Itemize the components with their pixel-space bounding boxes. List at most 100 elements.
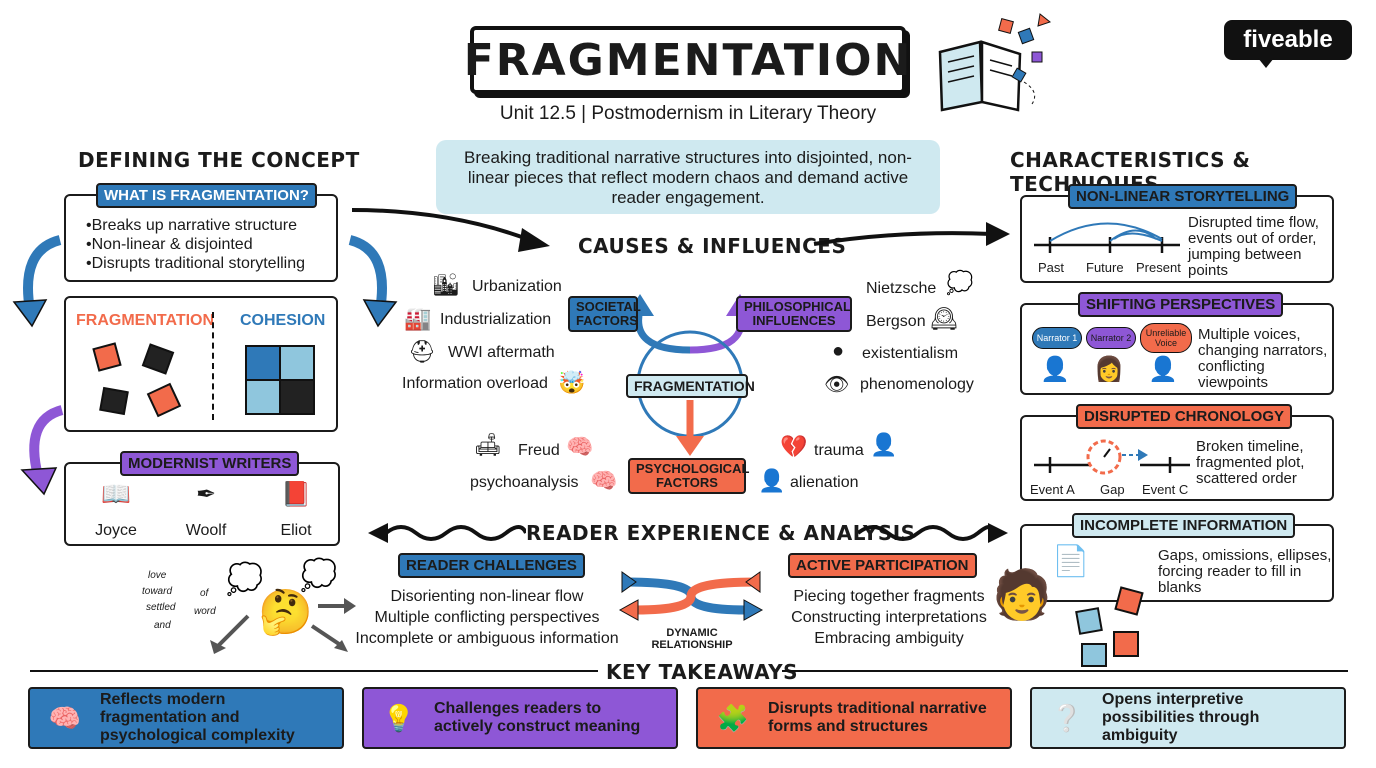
writer-woolf: Woolf xyxy=(185,522,227,539)
what-is-tag: WHAT IS FRAGMENTATION? xyxy=(96,183,317,208)
question-bubble-icon: 💭 xyxy=(226,563,264,596)
challenge-item: Multiple conflicting perspectives xyxy=(374,609,600,626)
city-icon: 🏙 xyxy=(432,272,460,297)
psych-item-psychoanalysis: psychoanalysis xyxy=(470,474,579,491)
chronology-desc: Broken timeline, fragmented plot, scatte… xyxy=(1196,438,1305,487)
nonlinear-timeline xyxy=(1034,222,1180,253)
writer-eliot: Eliot xyxy=(280,522,312,539)
scattered-puzzle-icon xyxy=(92,342,182,418)
participation-tag: ACTIVE PARTICIPATION xyxy=(788,553,977,578)
scattered-word: and xyxy=(154,620,171,631)
compare-divider xyxy=(212,312,214,420)
writers-card: 📖 ✒ 📕 Joyce Woolf Eliot xyxy=(64,462,340,546)
curved-arrow-icon xyxy=(12,235,62,328)
open-book-icon xyxy=(938,13,1052,112)
brain-icon: 🧠 xyxy=(590,468,618,493)
wavy-arrow-right xyxy=(858,523,1008,543)
writers-tag: MODERNIST WRITERS xyxy=(120,451,300,476)
brand-logo: fiveable xyxy=(1224,20,1352,60)
psych-item-trauma: trauma xyxy=(814,442,864,459)
takeaway-text: Reflects modern fragmentation and psycho… xyxy=(100,691,295,744)
bullet-item: Non-linear & disjointed xyxy=(86,235,336,254)
brain-book-icon: 🧠 xyxy=(48,702,82,733)
quill-icon: ✒ xyxy=(195,481,217,508)
bullet-item: Disrupts traditional storytelling xyxy=(86,254,336,273)
page-subtitle: Unit 12.5 | Postmodernism in Literary Th… xyxy=(499,103,877,124)
curved-arrow-icon xyxy=(20,405,64,496)
participation-item: Constructing interpretations xyxy=(791,609,987,626)
compare-cohesion-label: COHESION xyxy=(240,312,326,329)
left-heading: DEFINING THE CONCEPT xyxy=(78,148,360,172)
question-bubble-icon: 💭 xyxy=(300,559,338,592)
incomplete-tag: INCOMPLETE INFORMATION xyxy=(1072,513,1296,538)
takeaways-rule-left xyxy=(30,670,598,672)
overload-head-icon: 🤯 xyxy=(558,370,586,395)
narrator-bubble: Unreliable Voice xyxy=(1140,323,1192,353)
writer-joyce: Joyce xyxy=(95,522,137,539)
psych-item-freud: Freud xyxy=(518,442,560,459)
definition-banner: Breaking traditional narrative structure… xyxy=(436,140,940,214)
societal-item-industrialization: Industrialization xyxy=(440,311,552,328)
book-column-icon: 📕 xyxy=(281,481,311,508)
societal-item-urbanization: Urbanization xyxy=(472,278,562,295)
perspectives-desc: Multiple voices, changing narrators, con… xyxy=(1198,326,1328,391)
puzzle-icon: 🧩 xyxy=(716,702,750,733)
challenges-tag: READER CHALLENGES xyxy=(398,553,585,578)
psychological-tag: PSYCHOLOGICAL FACTORS xyxy=(628,458,749,494)
challenge-item: Disorienting non-linear flow xyxy=(390,588,584,605)
confused-reader-icon: 🤔 xyxy=(258,588,313,637)
mustache-icon: 💭 xyxy=(946,270,974,295)
arrow-to-causes xyxy=(351,208,550,252)
reader-heading: READER EXPERIENCE & ANALYSIS xyxy=(526,521,916,545)
perspectives-tag: SHIFTING PERSPECTIVES xyxy=(1078,292,1284,317)
broken-timeline xyxy=(1034,439,1190,475)
philosophical-item-existentialism: existentialism xyxy=(862,345,959,362)
dynamic-label: DYNAMIC RELATIONSHIP xyxy=(651,627,733,651)
wavy-arrow-left xyxy=(368,523,526,543)
dynamic-relationship-arrows xyxy=(618,571,764,621)
philosophical-item-phenomenology: phenomenology xyxy=(860,376,974,393)
scattered-words: love toward settled word of and xyxy=(138,566,242,650)
challenges-list: Disorienting non-linear flow Multiple co… xyxy=(342,586,632,649)
person-icon: 👤 xyxy=(1148,356,1178,383)
challenge-item: Incomplete or ambiguous information xyxy=(355,630,619,647)
takeaway-text: Challenges readers to actively construct… xyxy=(434,700,641,735)
chrono-label-event-c: Event C xyxy=(1142,482,1189,497)
alienated-person-icon: 👤 xyxy=(758,468,786,493)
societal-item-info-overload: Information overload xyxy=(402,375,548,392)
document-icon: 📄 xyxy=(1052,545,1090,578)
eye-icon: 👁 xyxy=(824,374,850,396)
philosophical-item-bergson: Bergson xyxy=(866,313,926,330)
definition-bullets: Breaks up narrative structure Non-linear… xyxy=(86,216,336,273)
nonlinear-tag: NON-LINEAR STORYTELLING xyxy=(1068,184,1298,209)
branching-question-icon: ❔ xyxy=(1050,702,1084,733)
philosophical-item-nietzsche: Nietzsche xyxy=(866,280,937,297)
assembled-puzzle-icon xyxy=(245,345,315,415)
societal-factors-tag: SOCIETAL FACTORS xyxy=(568,296,641,332)
psych-item-alienation: alienation xyxy=(790,474,859,491)
scattered-word: of xyxy=(200,588,209,599)
reader-arrows xyxy=(210,598,356,654)
person-icon: 👩 xyxy=(1094,356,1124,383)
chrono-label-gap: Gap xyxy=(1100,482,1125,497)
chrono-label-event-a: Event A xyxy=(1030,482,1075,497)
stressed-person-icon: 👤 xyxy=(870,432,898,457)
clock-icon: 🕰 xyxy=(930,306,958,331)
scattered-word: settled xyxy=(146,602,176,613)
helmet-icon: ⛑ xyxy=(408,339,436,364)
participation-item: Embracing ambiguity xyxy=(814,630,964,647)
takeaways-rule-right xyxy=(782,670,1348,672)
figure-icon: ● xyxy=(832,340,845,362)
timeline-label-present: Present xyxy=(1136,260,1181,275)
takeaway-text: Opens interpretive possibilities through… xyxy=(1102,691,1260,744)
scattered-word: word xyxy=(194,606,216,617)
causes-heading: CAUSES & INFLUENCES xyxy=(578,234,847,258)
core-fragmentation-tag: FRAGMENTATION xyxy=(626,374,755,398)
compare-card: FRAGMENTATION COHESION xyxy=(64,296,338,432)
page-title: FRAGMENTATION xyxy=(463,34,913,86)
head-icon: 🧠 xyxy=(566,434,594,459)
book-icon: 📖 xyxy=(101,481,131,508)
puzzle-pieces-icon xyxy=(1075,586,1144,667)
perspectives-card: Narrator 1 Narrator 2 Unreliable Voice 👤… xyxy=(1020,303,1334,395)
lightbulb-head-icon: 💡 xyxy=(382,702,416,733)
